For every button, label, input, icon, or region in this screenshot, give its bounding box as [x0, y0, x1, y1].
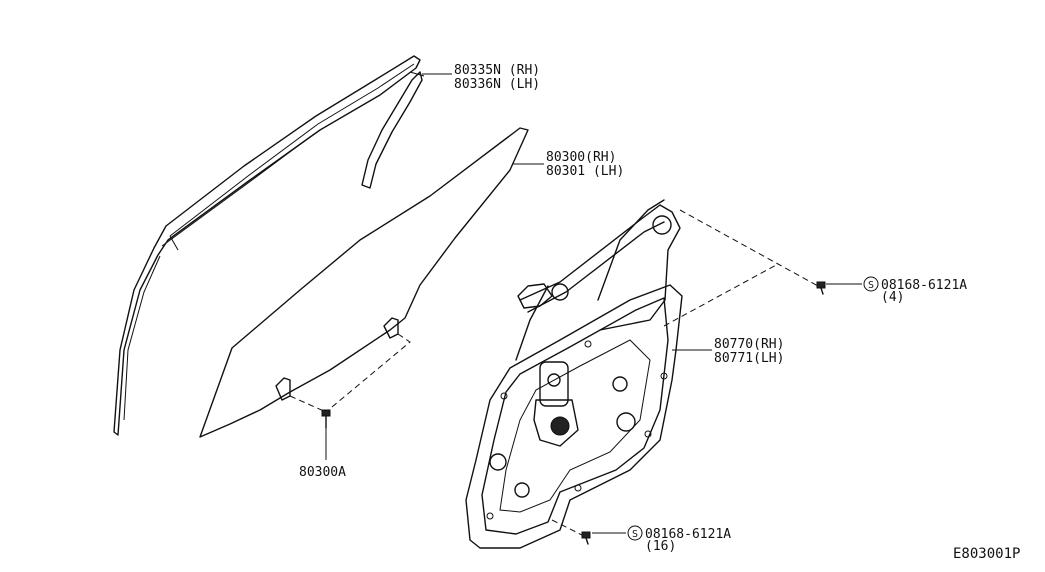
bolt-upper-number: 08168-6121A — [881, 278, 967, 293]
standard-part-symbol-icon — [627, 525, 643, 541]
regulator-bolt-upper — [663, 209, 826, 327]
diagram-reference-code: E803001P — [953, 546, 1020, 562]
glass-lh-label: 80301 (LH) — [546, 164, 624, 179]
sash-lh-label: 80336N (LH) — [454, 77, 540, 92]
bolt-upper-callout: S 08168-6121A (4) — [863, 276, 967, 305]
glass-rh-label: 80300(RH) — [546, 150, 616, 165]
regulator-bolt-lower — [551, 519, 591, 545]
bolt-upper-qty: (4) — [881, 290, 904, 305]
glass-bolt — [289, 333, 411, 429]
bolt-lower-callout: S 08168-6121A (16) — [627, 525, 731, 554]
door-sash-run-channel — [113, 55, 425, 436]
bolt-lower-qty: (16) — [645, 539, 676, 554]
glass-bracket-lower — [275, 377, 291, 401]
bolt-lower-number: 08168-6121A — [645, 527, 731, 542]
regulator-lh-label: 80771(LH) — [714, 351, 784, 366]
door-glass — [199, 127, 529, 438]
bolt-lower-symbol: S — [632, 529, 638, 540]
glass-bracket-upper — [383, 317, 399, 339]
window-regulator-assembly — [465, 199, 683, 549]
regulator-motor — [533, 361, 579, 447]
sash-rh-label: 80335N (RH) — [454, 63, 540, 78]
bolt-upper-symbol: S — [868, 280, 874, 291]
regulator-rh-label: 80770(RH) — [714, 337, 784, 352]
standard-part-symbol-icon — [863, 276, 879, 292]
glass-bolt-label: 80300A — [299, 465, 346, 480]
leader-lines — [325, 73, 862, 534]
